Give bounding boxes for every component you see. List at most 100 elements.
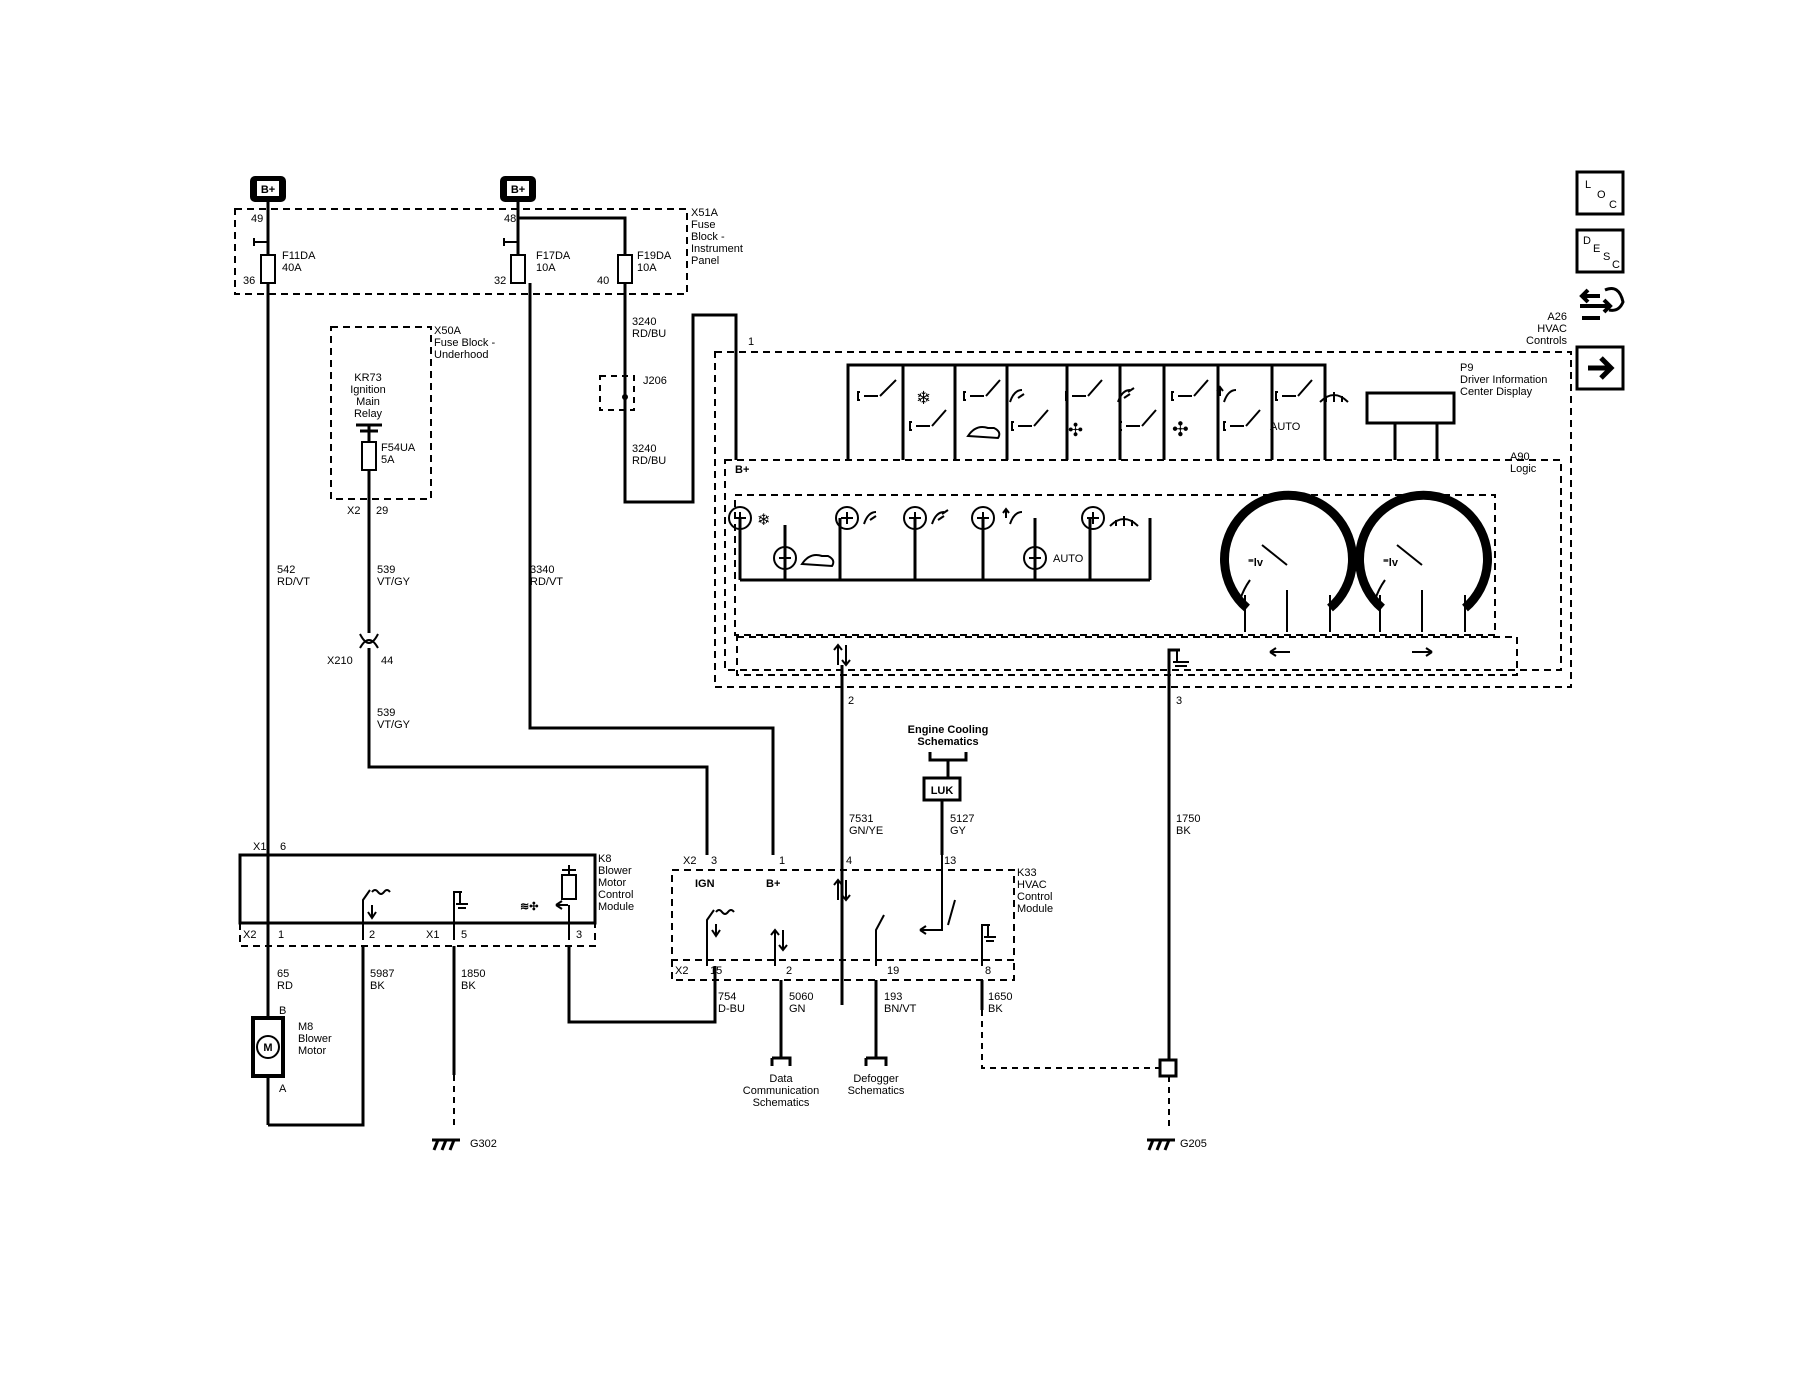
fuse-block-uh-name-1: Fuse Block - bbox=[434, 337, 495, 349]
knob-right-symbol: ⁼lv bbox=[1383, 557, 1399, 569]
wire-539-b-circuit: 539 bbox=[377, 707, 395, 719]
switch-auto-label: AUTO bbox=[1270, 421, 1301, 433]
wire-5987-color: BK bbox=[370, 980, 385, 992]
hvac-module-pin-15: 15 bbox=[710, 965, 722, 977]
next-page-button[interactable] bbox=[1575, 345, 1625, 391]
wire-754-circuit: 754 bbox=[718, 991, 736, 1003]
hvac-controls-outline bbox=[714, 351, 1572, 688]
hvac-module-pin-8: 8 bbox=[985, 965, 991, 977]
svg-text:D: D bbox=[1583, 235, 1591, 247]
hvac-module-pin-3: 3 bbox=[711, 855, 717, 867]
battery-terminal-right: B+ bbox=[500, 176, 536, 202]
logic-outline bbox=[724, 459, 1562, 671]
loc-button[interactable]: L O C bbox=[1575, 170, 1625, 216]
fuse-f17da bbox=[510, 254, 526, 284]
blower-module-pin-2: 2 bbox=[369, 929, 375, 941]
wire-542-color: RD/VT bbox=[277, 576, 310, 588]
dic-name-1: Driver Information bbox=[1460, 374, 1547, 386]
hvac-module-bplus: B+ bbox=[766, 878, 780, 890]
hvac-module-outline bbox=[671, 869, 1015, 961]
pin-48: 48 bbox=[504, 213, 516, 225]
svg-text:S: S bbox=[1603, 251, 1610, 263]
arrow-right-icon bbox=[1588, 356, 1615, 380]
svg-text:G205: G205 bbox=[1180, 1138, 1207, 1150]
wire-3240-b-circuit: 3240 bbox=[632, 443, 656, 455]
fan-speed-icon: ≋✣ bbox=[520, 901, 538, 913]
fuse-f11da-rating: 40A bbox=[282, 262, 302, 274]
hvac-module-data-arrows-icon bbox=[833, 878, 851, 902]
relay-kr73-name-3: Relay bbox=[354, 408, 383, 420]
inline-connector-x210-id: X210 bbox=[327, 655, 353, 667]
ground-symbol-k33 bbox=[981, 924, 996, 966]
data-arrows-icon bbox=[833, 643, 851, 667]
relay-kr73-id: KR73 bbox=[354, 372, 382, 384]
fuse-f11da bbox=[260, 254, 276, 284]
dic-display bbox=[1365, 391, 1456, 425]
defogger-ref-1: Defogger bbox=[853, 1073, 899, 1085]
defog-switch-icon bbox=[875, 914, 885, 966]
svg-text:C: C bbox=[1612, 259, 1620, 271]
wire-5127-color: GY bbox=[950, 825, 967, 837]
snowflake-icon: ❄ bbox=[916, 388, 931, 408]
defogger-ref-2: Schematics bbox=[848, 1085, 905, 1097]
fuse-block-uh-conn: X2 bbox=[347, 505, 360, 517]
svg-text:C: C bbox=[1609, 199, 1617, 211]
led-vent-bilevel-icon bbox=[931, 509, 949, 525]
wire-539-a-circuit: 539 bbox=[377, 564, 395, 576]
wire-1850-circuit: 1850 bbox=[461, 968, 485, 980]
motor-symbol: M bbox=[263, 1042, 272, 1054]
pin-32: 32 bbox=[494, 275, 506, 287]
data-comm-ref-3: Schematics bbox=[753, 1097, 810, 1109]
hvac-module-name-3: Module bbox=[1017, 903, 1053, 915]
wire-65-circuit: 65 bbox=[277, 968, 289, 980]
hvac-controls-pin-3: 3 bbox=[1176, 695, 1182, 707]
wire-3240-a-color: RD/BU bbox=[632, 328, 666, 340]
wire-3340-color: RD/VT bbox=[530, 576, 563, 588]
blower-module-pin-3: 3 bbox=[576, 929, 582, 941]
logic-name: Logic bbox=[1510, 463, 1537, 475]
desc-button[interactable]: D E S C bbox=[1575, 228, 1625, 274]
hvac-module-conn-x2b: X2 bbox=[675, 965, 688, 977]
relay-kr73-name-1: Ignition bbox=[350, 384, 385, 396]
wire-5060-color: GN bbox=[789, 1003, 806, 1015]
led-vent-floor-icon bbox=[1002, 507, 1023, 525]
fuse-block-ip-name-1: Fuse bbox=[691, 219, 715, 231]
pin-49: 49 bbox=[251, 213, 263, 225]
wire-3240-b-color: RD/BU bbox=[632, 455, 666, 467]
fuse-f19da-id: F19DA bbox=[637, 250, 672, 262]
low-side-driver-icon bbox=[362, 889, 391, 940]
ground-symbol-a26 bbox=[1173, 650, 1189, 667]
fan-high-icon: ✣ bbox=[1172, 419, 1189, 441]
inline-connector-x210 bbox=[359, 633, 379, 644]
led-vent-face-icon bbox=[863, 511, 877, 525]
fuse-f17da-id: F17DA bbox=[536, 250, 571, 262]
wire-65-color: RD bbox=[277, 980, 293, 992]
hvac-module-id: K33 bbox=[1017, 867, 1037, 879]
fuse-f19da-rating: 10A bbox=[637, 262, 657, 274]
wire-542-circuit: 542 bbox=[277, 564, 295, 576]
wire-3340-circuit: 3340 bbox=[530, 564, 554, 576]
wire-193-circuit: 193 bbox=[884, 991, 902, 1003]
blower-module-pin-1: 1 bbox=[278, 929, 284, 941]
fuse-block-uh-pin: 29 bbox=[376, 505, 388, 517]
vent-floor-icon bbox=[1216, 385, 1237, 403]
fuse-block-uh-id: X50A bbox=[434, 325, 462, 337]
wire-5127-circuit: 5127 bbox=[950, 813, 974, 825]
blower-module-box bbox=[238, 853, 597, 925]
motor-id: M8 bbox=[298, 1021, 313, 1033]
motor-pin-b: B bbox=[279, 1005, 286, 1017]
blower-module-conn-x2: X2 bbox=[243, 929, 256, 941]
fuse-f54ua bbox=[361, 441, 377, 471]
hvac-module-pin-13: 13 bbox=[944, 855, 956, 867]
hvac-module-conn-x2: X2 bbox=[683, 855, 696, 867]
svg-text:G302: G302 bbox=[470, 1138, 497, 1150]
fuse-block-ip-outline bbox=[234, 208, 688, 295]
ground-symbol-k8 bbox=[453, 891, 468, 940]
hvac-interface-outline bbox=[736, 636, 1518, 676]
splice-j206-outline bbox=[599, 375, 635, 411]
hvac-controls-pin-1: 1 bbox=[748, 336, 754, 348]
dic-id: P9 bbox=[1460, 362, 1473, 374]
logic-bplus: B+ bbox=[735, 464, 749, 476]
connector-view-button[interactable] bbox=[1579, 287, 1625, 320]
splice-j206-id: J206 bbox=[643, 375, 667, 387]
